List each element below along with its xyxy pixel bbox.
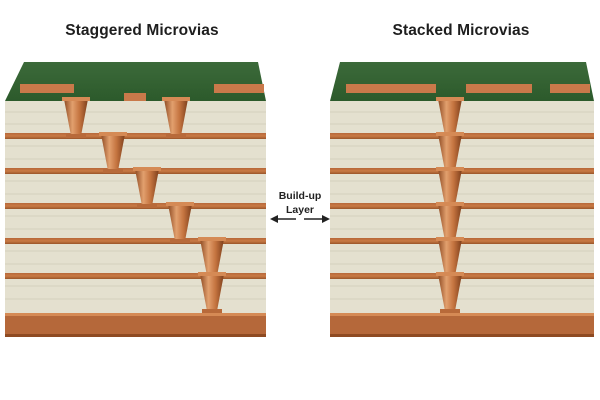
- base-copper: [330, 313, 594, 337]
- top-pad: [346, 84, 436, 93]
- base-copper: [5, 313, 266, 337]
- staggered-stack: [5, 62, 266, 337]
- solder-mask-top: [330, 62, 594, 101]
- stacked-vias: [436, 97, 464, 313]
- stacked-stack: [330, 62, 594, 337]
- build-up-layer-label: Build-up Layer: [268, 189, 332, 217]
- top-pad: [466, 84, 532, 93]
- microvia: [99, 132, 127, 173]
- dielectric-lines: [330, 111, 594, 300]
- top-pad: [214, 84, 264, 93]
- microvia: [198, 272, 226, 313]
- arrow-right-icon: [304, 215, 330, 223]
- microvia: [62, 97, 90, 138]
- arrow-left-icon: [270, 215, 296, 223]
- build-up-label-line1: Build-up: [278, 190, 322, 202]
- microvia: [166, 202, 194, 243]
- microvia: [133, 167, 161, 208]
- microvia: [436, 272, 464, 313]
- stacked-microvias-title: Stacked Microvias: [392, 22, 530, 39]
- staggered-vias: [62, 97, 226, 313]
- top-pad: [20, 84, 74, 93]
- top-pad: [550, 84, 590, 93]
- build-up-label-line2: Layer: [285, 204, 315, 216]
- staggered-microvias-title: Staggered Microvias: [65, 22, 219, 39]
- microvia: [162, 97, 190, 138]
- top-pad: [124, 93, 146, 102]
- dielectric-lines: [5, 111, 266, 300]
